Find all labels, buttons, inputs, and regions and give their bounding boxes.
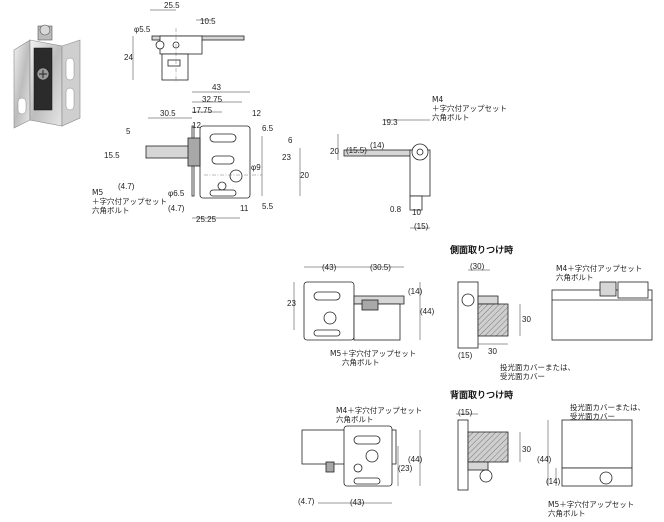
dim-14-side: (14) <box>370 141 385 150</box>
dim-23: 23 <box>282 153 291 162</box>
rm-cover-1: 投光面カバーまたは、 <box>570 402 645 412</box>
front-screw-label-3: 六角ボルト <box>92 205 130 215</box>
dim-6.5: 6.5 <box>262 124 274 133</box>
dim-25.5: 25.5 <box>164 1 180 10</box>
dim-32.75: 32.75 <box>202 95 223 104</box>
rm-screw-a-1: M4＋字穴付アップセット <box>336 405 422 415</box>
dim-30.5: 30.5 <box>160 109 176 118</box>
dim-10.5: 10.5 <box>200 17 216 26</box>
section-rear-mount: 背面取りつけ時 (44) (23) (4.7) (43) M4＋字穴付アップセッ… <box>298 389 645 518</box>
dim-phi5.5: φ5.5 <box>134 25 151 34</box>
dim-phi6.5: φ6.5 <box>168 189 185 198</box>
section-side-mount: 側面取りつけ時 (43) (30.5) 23 (14) (44) M5＋字穴付ア… <box>287 244 653 381</box>
dim-43-rm: (43) <box>350 498 365 507</box>
sm-screw-b-1: M4＋字穴付アップセット <box>556 263 642 273</box>
dim-43-sm: (43) <box>322 263 337 272</box>
sm-screw-b-2: 六角ボルト <box>556 272 594 282</box>
dim-44v-rm: (44) <box>537 455 552 464</box>
dim-25.25: 25.25 <box>196 215 217 224</box>
sm-cover-1: 投光面カバーまたは、 <box>500 362 575 372</box>
dim-4.7a: (4.7) <box>118 182 135 191</box>
dim-14-rm: (14) <box>546 477 561 486</box>
sm-screw-a-2: 六角ボルト <box>342 357 380 367</box>
dim-10-side: 10 <box>412 208 421 217</box>
dim-30.5-sm: (30.5) <box>370 263 391 272</box>
dim-44-rm: (44) <box>408 455 423 464</box>
dim-12b: 12 <box>252 109 261 118</box>
dim-30-rm: 30 <box>522 445 531 454</box>
dim-44-sm: (44) <box>420 307 435 316</box>
dim-12a: 12 <box>192 121 201 130</box>
front-screw-label-1: M5 <box>92 188 103 197</box>
rm-screw-b-2: 六角ボルト <box>548 508 586 518</box>
dim-19.3: 19.3 <box>382 118 398 127</box>
dim-4.7b: (4.7) <box>168 204 185 213</box>
rm-cover-2: 受光面カバー <box>570 411 615 421</box>
dim-6: 6 <box>288 136 293 145</box>
dim-17.75: 17.75 <box>192 106 213 115</box>
dim-24: 24 <box>124 53 133 62</box>
dim-20: 20 <box>300 171 309 180</box>
dim-23-sm: 23 <box>287 299 296 308</box>
sm-screw-a-1: M5＋字穴付アップセット <box>330 348 416 358</box>
dim-5.5: 5.5 <box>262 202 274 211</box>
dim-4.7-rm: (4.7) <box>298 497 315 506</box>
view-side: 19.3 20 (15.5) (14) 0.8 10 (15) M4 ＋字穴付ア… <box>330 95 507 231</box>
dim-15-rm: (15) <box>458 408 473 417</box>
dim-14-sm: (14) <box>408 287 423 296</box>
front-screw-label-2: ＋字穴付アップセット <box>92 196 167 206</box>
product-photo <box>13 24 81 129</box>
dim-23-rm: (23) <box>398 464 413 473</box>
view-top: 25.5 10.5 φ5.5 24 <box>124 1 245 82</box>
dim-30v-sm: 30 <box>522 315 531 324</box>
dim-5: 5 <box>126 127 131 136</box>
sm-cover-2: 受光面カバー <box>500 371 545 381</box>
dim-20-side: 20 <box>330 147 339 156</box>
rear-mount-title: 背面取りつけ時 <box>450 389 513 401</box>
side-mount-title: 側面取りつけ時 <box>449 244 513 256</box>
dim-0.8: 0.8 <box>390 205 402 214</box>
dim-30-sm: (30) <box>470 262 485 271</box>
dim-11: 11 <box>240 204 249 213</box>
side-screw-label-2: ＋字穴付アップセット <box>432 103 507 113</box>
view-front: 43 32.75 17.75 12 30.5 12 6.5 5 6 15.5 2… <box>92 83 309 224</box>
rm-screw-a-2: 六角ボルト <box>336 414 374 424</box>
dim-15-sm: (15) <box>458 351 473 360</box>
dim-phi9: φ9 <box>251 163 261 172</box>
side-screw-label-1: M4 <box>432 95 443 104</box>
dim-43: 43 <box>212 83 221 92</box>
side-screw-label-3: 六角ボルト <box>432 112 470 122</box>
dim-15-side: (15) <box>414 222 429 231</box>
dim-15.5: 15.5 <box>104 151 120 160</box>
rm-screw-b-1: M5＋字穴付アップセット <box>548 499 634 509</box>
dim-15.5-side: (15.5) <box>346 146 367 155</box>
dim-30h-sm: 30 <box>488 347 497 356</box>
